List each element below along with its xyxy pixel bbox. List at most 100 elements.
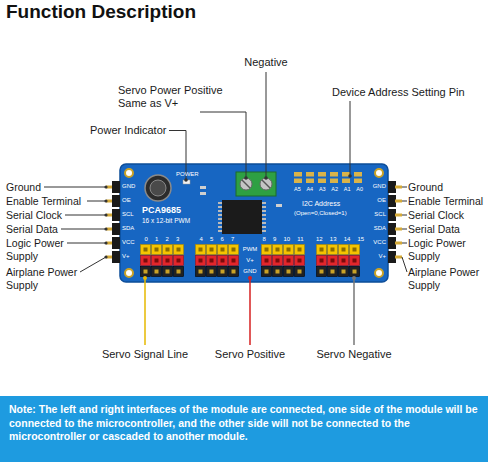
servo-header xyxy=(140,244,184,277)
callout-label: Enable Terminal xyxy=(6,195,92,208)
board-marking: POWER xyxy=(176,171,206,178)
servo-header xyxy=(316,244,360,277)
leader-dot xyxy=(143,276,147,280)
address-pads xyxy=(294,172,366,184)
pin-label: OE xyxy=(364,197,386,204)
pin-label: SDA xyxy=(122,225,140,232)
leader-dot xyxy=(104,199,107,202)
pwm-chip xyxy=(222,200,262,234)
board-marking: (Open=0,Closed=1) xyxy=(294,210,364,217)
mounting-hole xyxy=(375,169,383,177)
callout-label: Servo Signal Line xyxy=(85,348,205,361)
callout-label: Negative xyxy=(226,56,306,69)
channel-numbers: 12 13 14 15 xyxy=(316,236,360,243)
board-marking: I2C Address xyxy=(302,200,362,208)
leader-line xyxy=(44,187,106,188)
leader-dot xyxy=(104,241,107,244)
screw-slot xyxy=(262,180,270,188)
leader-dot xyxy=(248,276,252,280)
leader-line xyxy=(402,243,407,244)
leader-line xyxy=(402,187,407,188)
chip-name: PCA9685 xyxy=(142,205,202,216)
leader-dot xyxy=(104,213,107,216)
leader-dot xyxy=(352,276,356,280)
title: Function Description xyxy=(6,1,196,23)
callout-label: Logic Power Supply xyxy=(6,237,92,262)
row-label: GND xyxy=(240,268,260,275)
callout-label: Airplane Power Supply xyxy=(408,266,488,291)
terminal-block xyxy=(236,172,276,196)
smd-part xyxy=(276,204,282,207)
pin-label: GND xyxy=(364,183,386,190)
right-header xyxy=(388,180,402,264)
leader-line xyxy=(350,101,351,176)
leader-dot xyxy=(264,176,268,180)
board-marking: 16 x 12-bit PWM xyxy=(142,217,212,225)
mounting-hole xyxy=(125,269,133,277)
leader-line xyxy=(402,257,407,272)
leader-line xyxy=(200,112,246,178)
callout-label: Serial Clock xyxy=(6,209,92,222)
leader-line xyxy=(61,229,106,230)
callout-label: Ground xyxy=(408,181,488,194)
pin-label: SCL xyxy=(364,211,386,218)
leader-dot xyxy=(104,227,107,230)
row-label: PWM xyxy=(240,246,260,253)
pin-label: GND xyxy=(122,183,140,190)
callout-label: Power Indicator xyxy=(90,124,190,137)
callout-label: Device Address Setting Pin xyxy=(332,86,488,99)
callout-label: Serial Clock xyxy=(408,209,488,222)
pin-label: V+ xyxy=(364,253,386,260)
callout-label: Serial Data xyxy=(408,223,488,236)
leader-line xyxy=(80,257,106,272)
leader-line xyxy=(65,215,106,216)
capacitor xyxy=(145,175,171,201)
negative-leader xyxy=(353,278,355,345)
channel-numbers: 8 9 10 11 xyxy=(261,236,305,243)
leader-dot xyxy=(184,178,188,182)
channel-numbers: 0 1 2 3 xyxy=(140,236,184,243)
pin-label: SCL xyxy=(122,211,140,218)
note-band: Note: The left and right interfaces of t… xyxy=(0,396,488,462)
leader-line xyxy=(87,201,106,202)
callout-label: Logic Power Supply xyxy=(408,237,488,262)
screw-slot xyxy=(242,180,250,188)
note-text: Note: The left and right interfaces of t… xyxy=(9,403,479,444)
callout-label: Servo Positive xyxy=(190,348,310,361)
channel-numbers: 4 5 6 7 xyxy=(195,236,239,243)
mounting-hole xyxy=(125,169,133,177)
servo-header xyxy=(261,244,305,277)
smd-part xyxy=(200,192,206,195)
pin-label: SDA xyxy=(364,225,386,232)
callout-label: Servo Power Positive Same as V+ xyxy=(118,84,230,110)
leader-dot xyxy=(104,255,107,258)
terminal-screw xyxy=(240,178,252,190)
capacitor-top xyxy=(150,180,166,196)
pin-label: VCC xyxy=(364,239,386,246)
smd-part xyxy=(200,186,206,189)
leader-line xyxy=(402,215,407,216)
address-pins: A5 A4 A3 A2 A1 A0 xyxy=(294,186,384,193)
callout-label: Serial Data xyxy=(6,223,92,236)
leader-dot xyxy=(348,174,352,178)
pin-label: OE xyxy=(122,197,140,204)
leader-line xyxy=(402,229,407,230)
callout-label: Enable Terminal xyxy=(408,195,488,208)
left-header xyxy=(106,180,120,264)
signal-leader xyxy=(144,278,146,345)
leader-line xyxy=(266,72,267,178)
chip-pins xyxy=(262,202,266,232)
leader-line xyxy=(402,201,407,202)
leader-dot xyxy=(244,176,248,180)
callout-label: Ground xyxy=(6,181,92,194)
servo-header xyxy=(195,244,239,277)
callout-label: Airplane Power Supply xyxy=(6,266,92,291)
circuit-board xyxy=(120,164,388,282)
pin-label: V+ xyxy=(122,253,140,260)
leader-lines xyxy=(44,72,407,272)
leader-dot xyxy=(104,185,107,188)
mounting-hole xyxy=(375,269,383,277)
callout-label: Servo Negative xyxy=(294,348,414,361)
terminal-screw xyxy=(260,178,272,190)
